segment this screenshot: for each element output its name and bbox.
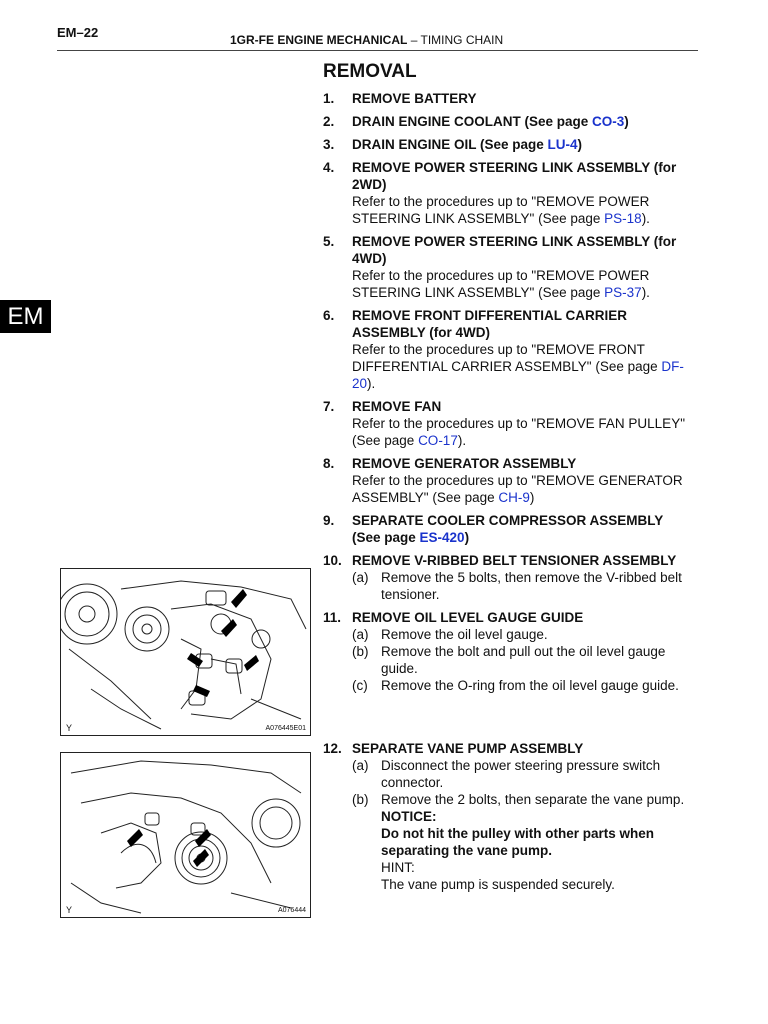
hint-label: HINT: [381,860,415,875]
step-12: 12. SEPARATE VANE PUMP ASSEMBLY (a)Disco… [323,740,695,893]
step-title: REMOVE OIL LEVEL GAUGE GUIDE [352,610,584,625]
header-separator: – [410,33,418,47]
page-ref-link[interactable]: PS-18 [604,211,642,226]
notice-text: Do not hit the pulley with other parts w… [381,826,654,858]
step-7: 7. REMOVE FAN Refer to the procedures up… [323,398,695,449]
step-title: SEPARATE COOLER COMPRESSOR ASSEMBLY [352,513,664,528]
step-number: 9. [323,513,335,528]
steps-list: 1. REMOVE BATTERY 2. DRAIN ENGINE COOLAN… [323,90,695,899]
step-8: 8. REMOVE GENERATOR ASSEMBLY Refer to th… [323,455,695,506]
step-title: REMOVE POWER STEERING LINK ASSEMBLY (for… [352,234,677,266]
figure-view-letter: Y [66,905,73,915]
page-ref-link[interactable]: CH-9 [498,490,530,505]
step-title: REMOVE V-RIBBED BELT TENSIONER ASSEMBLY [352,553,677,568]
page-number: EM–22 [57,25,99,40]
sub-step: (a)Remove the oil level gauge. [352,627,548,642]
step-title: REMOVE POWER STEERING LINK ASSEMBLY (for… [352,160,677,192]
step-title: REMOVE FRONT DIFFERENTIAL CARRIER ASSEMB… [352,308,628,340]
step-number: 6. [323,308,335,323]
sub-step: (b) Remove the 2 bolts, then separate th… [352,791,695,893]
engine-illustration [70,760,302,914]
step-title: DRAIN ENGINE COOLANT (See page CO-3) [352,114,629,129]
step-9: 9. SEPARATE COOLER COMPRESSOR ASSEMBLY (… [323,512,695,546]
header-divider [57,50,698,51]
section-title: REMOVAL [323,61,417,82]
step-text: Refer to the procedures up to "REMOVE PO… [352,194,650,226]
step-text: Refer to the procedures up to "REMOVE PO… [352,268,650,300]
figure-belt-tensioner: Y A076445E01 [60,568,311,736]
step-title: DRAIN ENGINE OIL (See page LU-4) [352,137,583,152]
sub-step: (a)Disconnect the power steering pressur… [352,758,661,790]
step-text: Refer to the procedures up to "REMOVE FA… [352,416,685,448]
step-11: 11. REMOVE OIL LEVEL GAUGE GUIDE (a)Remo… [323,609,695,694]
sub-step: (c)Remove the O-ring from the oil level … [352,678,679,693]
hint-text: The vane pump is suspended securely. [381,877,615,892]
step-number: 8. [323,456,335,471]
notice-label: NOTICE: [381,809,437,824]
page-ref-link[interactable]: PS-37 [604,285,642,300]
step-2: 2. DRAIN ENGINE COOLANT (See page CO-3) [323,113,695,130]
step-number: 4. [323,160,335,175]
step-5: 5. REMOVE POWER STEERING LINK ASSEMBLY (… [323,233,695,301]
step-title: REMOVE GENERATOR ASSEMBLY [352,456,577,471]
step-number: 10. [323,553,342,568]
step-3: 3. DRAIN ENGINE OIL (See page LU-4) [323,136,695,153]
step-text: Refer to the procedures up to "REMOVE GE… [352,473,683,505]
step-number: 5. [323,234,335,249]
step-number: 7. [323,399,335,414]
step-title-ref: (See page ES-420) [352,530,470,545]
step-title: REMOVE FAN [352,399,442,414]
engine-illustration [61,580,307,730]
section-tab: EM [0,300,51,333]
step-title: SEPARATE VANE PUMP ASSEMBLY [352,741,584,756]
page-ref-link[interactable]: DF-20 [352,359,684,391]
step-number: 1. [323,91,335,106]
figure-view-letter: Y [66,723,73,733]
step-title: REMOVE BATTERY [352,91,477,106]
page-ref-link[interactable]: CO-3 [592,114,625,129]
step-number: 2. [323,114,335,129]
chapter-title: TIMING CHAIN [420,33,504,47]
figure-id: A076445E01 [265,725,306,732]
step-6: 6. REMOVE FRONT DIFFERENTIAL CARRIER ASS… [323,307,695,392]
manual-title: 1GR-FE ENGINE MECHANICAL [230,33,408,47]
figure-vane-pump: Y A076444 [60,752,311,918]
page-ref-link[interactable]: CO-17 [418,433,458,448]
figure-id: A076444 [277,907,306,914]
step-4: 4. REMOVE POWER STEERING LINK ASSEMBLY (… [323,159,695,227]
header-title: 1GR-FE ENGINE MECHANICAL – TIMING CHAIN [230,33,503,47]
sub-step: (a)Remove the 5 bolts, then remove the V… [352,570,682,602]
sub-step: (b)Remove the bolt and pull out the oil … [352,644,666,676]
page-ref-link[interactable]: ES-420 [419,530,465,545]
page-ref-link[interactable]: LU-4 [547,137,578,152]
step-number: 3. [323,137,335,152]
step-number: 11. [323,610,342,625]
step-text: Refer to the procedures up to "REMOVE FR… [352,342,684,391]
step-10: 10. REMOVE V-RIBBED BELT TENSIONER ASSEM… [323,552,695,603]
step-1: 1. REMOVE BATTERY [323,90,695,107]
step-number: 12. [323,741,342,756]
